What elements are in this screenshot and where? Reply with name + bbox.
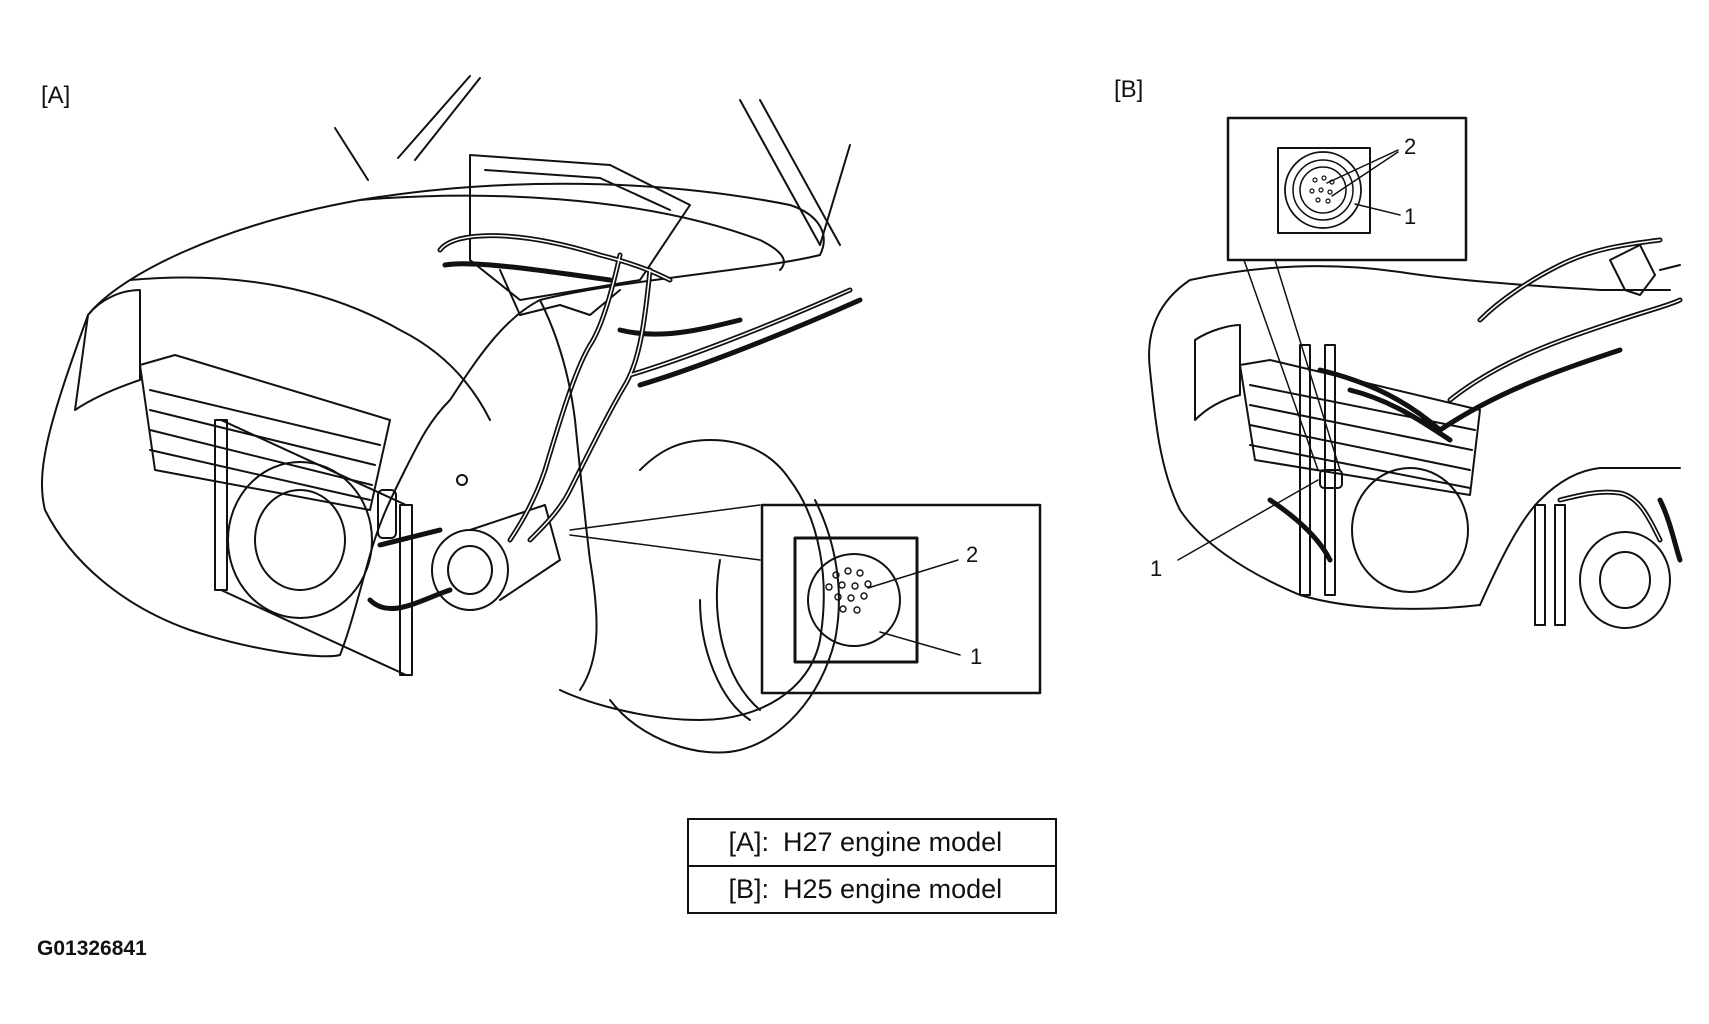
inset-a — [760, 503, 1042, 695]
leader-b-right — [1274, 259, 1341, 471]
ac-hoses-inner — [439, 234, 851, 541]
leader-a-bottom — [569, 534, 761, 561]
panel-a-label: [A] — [41, 82, 71, 109]
inset-a-leader-2 — [867, 559, 959, 589]
car-b-engine-bits — [1609, 244, 1681, 296]
front-grille — [139, 354, 391, 511]
legend-row-b: [B]: H25 engine model — [689, 865, 1055, 912]
engine-top-unit — [469, 154, 691, 316]
inset-b-leader-1 — [1354, 203, 1401, 216]
headlight-left — [74, 289, 141, 411]
car-b-service-port — [1319, 469, 1343, 489]
hood-right-edge-2 — [759, 99, 841, 246]
front-wheel — [559, 439, 840, 754]
inset-b-dots — [1309, 175, 1335, 204]
panel-b-leader-1 — [1177, 479, 1319, 561]
legend-row-a: [A]: H27 engine model — [689, 820, 1055, 865]
callout-b-main-1: 1 — [1150, 556, 1163, 581]
legend-desc-a: H27 engine model — [783, 827, 1003, 857]
hood-crease — [129, 276, 491, 421]
callout-b-inset-2: 2 — [1404, 134, 1417, 159]
callout-a-2: 2 — [966, 542, 979, 567]
ac-hoses — [367, 233, 863, 612]
inset-a-leader-1 — [879, 631, 961, 656]
front-fender — [539, 299, 598, 691]
car-b-hoses — [1267, 237, 1683, 563]
callout-a-1: 1 — [970, 644, 983, 669]
callout-b-inset-1: 1 — [1404, 204, 1417, 229]
inset-b — [1226, 116, 1468, 262]
hood-right-edge — [739, 99, 821, 246]
panel-a-drawing — [40, 75, 1042, 754]
car-b-grille — [1239, 359, 1481, 496]
radiator-fan — [227, 461, 373, 619]
ac-compressor — [431, 504, 561, 611]
legend-table: [A]: H27 engine model [B]: H25 engine mo… — [687, 818, 1057, 914]
car-b-fender — [1479, 467, 1681, 606]
car-b-headlight — [1194, 324, 1241, 421]
inset-a-dots — [825, 567, 872, 614]
car-body-outline — [40, 182, 825, 658]
panel-b-drawing — [1148, 116, 1683, 629]
car-b-hoses-inner — [1449, 239, 1681, 541]
leader-b-left — [1243, 259, 1319, 471]
car-b-body — [1148, 265, 1671, 610]
leader-a-top — [569, 504, 761, 531]
inset-b-leader-2b — [1331, 151, 1399, 197]
hood-left-edge — [334, 127, 369, 181]
car-b-compressor — [1579, 531, 1671, 629]
inset-b-leader-2a — [1326, 149, 1399, 184]
hood-front-lip — [359, 194, 785, 271]
hood-strut-2 — [414, 77, 481, 161]
figure-id: G01326841 — [37, 937, 147, 960]
hood-strut — [397, 75, 471, 159]
car-b-compressor-pulley — [1599, 551, 1651, 609]
legend-desc-b: H25 engine model — [783, 874, 1003, 904]
hood-hinge — [819, 144, 851, 246]
legend-key-a: [A]: — [728, 827, 769, 857]
panel-b-label: [B] — [1114, 76, 1144, 103]
receiver-drier — [377, 474, 468, 539]
car-b-fan — [1351, 467, 1469, 593]
legend-key-b: [B]: — [728, 874, 769, 904]
